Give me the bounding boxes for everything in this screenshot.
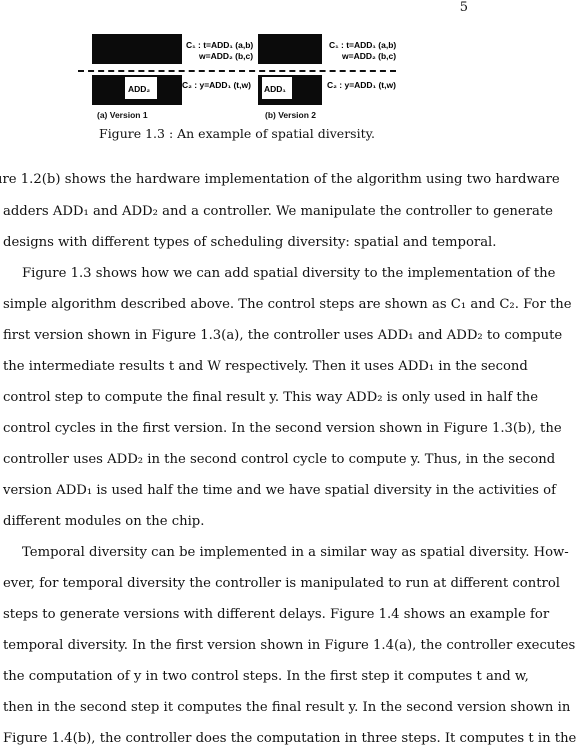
body-line: Figure 1.3 shows how we can add spatial … bbox=[22, 266, 556, 281]
v2-ctrl-line-1: C₁ : t=ADD₁ (a,b) bbox=[329, 40, 397, 50]
body-line: adders ADD₁ and ADD₂ and a controller. W… bbox=[3, 204, 553, 219]
page-number: 5 bbox=[459, 0, 468, 15]
body-line: then in the second step it computes the … bbox=[3, 700, 571, 715]
v1-top-control-step: C₁ : t=ADD₁ (a,b) w=ADD₂ (b,c) bbox=[186, 40, 253, 62]
body-line: temporal diversity. In the first version… bbox=[3, 638, 576, 653]
body-line: simple algorithm described above. The co… bbox=[3, 297, 572, 312]
body-line: the computation of y in two control step… bbox=[3, 669, 529, 684]
v1-add2-unit bbox=[125, 77, 157, 99]
v1-add2-label: ADD₂ bbox=[128, 84, 151, 94]
v2-label: (b) Version 2 bbox=[265, 110, 317, 120]
body-line: ever, for temporal diversity the control… bbox=[3, 576, 560, 591]
body-line: designs with different types of scheduli… bbox=[3, 235, 497, 250]
v2-ctrl-line-2: w=ADD₂ (b,c) bbox=[342, 51, 397, 61]
body-line: Temporal diversity can be implemented in… bbox=[22, 545, 569, 560]
figure-caption: Figure 1.3 : An example of spatial diver… bbox=[99, 126, 375, 141]
v2-bottom-control-step: C₂ : y=ADD₁ (t,w) bbox=[327, 80, 396, 90]
v1-bottom-control-step: C₂ : y=ADD₁ (t,w) bbox=[182, 80, 251, 90]
body-line: steps to generate versions with differen… bbox=[3, 607, 550, 622]
body-line: control cycles in the first version. In … bbox=[3, 421, 562, 436]
body-line: different modules on the chip. bbox=[3, 514, 205, 529]
spatial-diversity-figure: C₁ : t=ADD₁ (a,b) w=ADD₂ (b,c) ADD₂ C₂ :… bbox=[0, 0, 474, 130]
v2-add1-label: ADD₁ bbox=[264, 84, 286, 94]
body-line: the intermediate results t and W respect… bbox=[3, 359, 528, 374]
v2-add1-unit bbox=[262, 77, 292, 99]
v1-ctrl-line-1: C₁ : t=ADD₁ (a,b) bbox=[186, 40, 254, 50]
v1-top-block bbox=[92, 34, 182, 64]
v1-ctrl-line-2: w=ADD₂ (b,c) bbox=[199, 51, 254, 61]
v2-top-block bbox=[258, 34, 322, 64]
control-step-divider bbox=[78, 70, 396, 72]
body-line: control step to compute the final result… bbox=[3, 390, 538, 405]
body-line: version ADD₁ is used half the time and w… bbox=[3, 483, 556, 498]
body-line: controller uses ADD₂ in the second contr… bbox=[3, 452, 556, 467]
v1-label: (a) Version 1 bbox=[97, 110, 148, 120]
body-line: first version shown in Figure 1.3(a), th… bbox=[3, 328, 563, 343]
v2-top-control-step: C₁ : t=ADD₁ (a,b) w=ADD₂ (b,c) bbox=[329, 40, 396, 62]
body-line: ure 1.2(b) shows the hardware implementa… bbox=[0, 172, 560, 187]
body-line: Figure 1.4(b), the controller does the c… bbox=[3, 731, 576, 746]
